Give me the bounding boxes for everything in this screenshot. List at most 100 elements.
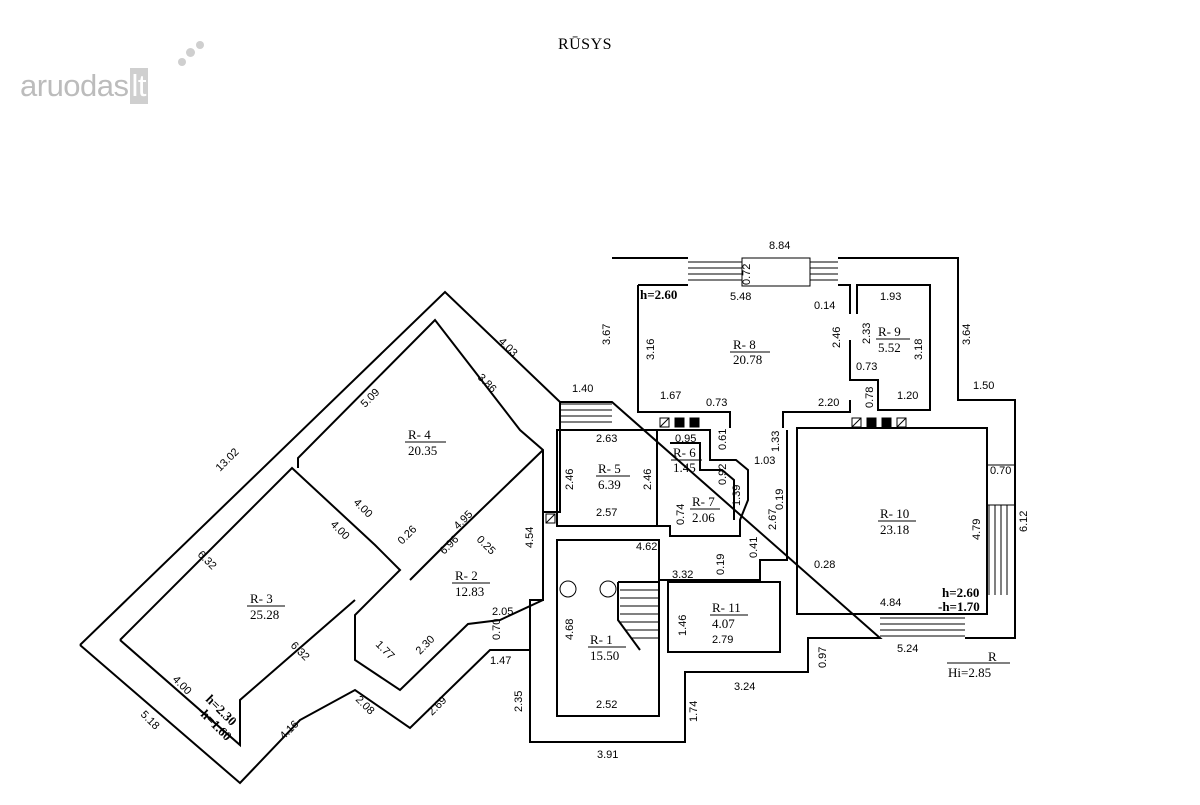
room-area: 6.39 [598, 477, 621, 492]
dim-label: 1.74 [688, 701, 700, 722]
dim-label: 4.62 [636, 541, 657, 553]
dim-label: 3.91 [597, 749, 618, 761]
dim-label: 0.74 [675, 504, 687, 525]
room-area: 20.78 [733, 352, 762, 367]
dim-label: 13.02 [214, 446, 242, 474]
dim-label: 0.78 [864, 387, 876, 408]
dim-label: 6.32 [195, 549, 219, 573]
logo-smoke-dot [178, 58, 186, 66]
dim-label: 1.39 [731, 485, 743, 506]
dim-label: 4.00 [170, 674, 194, 698]
vent-symbols [545, 417, 907, 524]
room-label: R- 10 [880, 506, 909, 521]
dim-label: 4.68 [564, 619, 576, 640]
dim-label: 2.46 [831, 327, 843, 348]
dim-label: 0.73 [706, 397, 727, 409]
room-area: 2.06 [692, 510, 715, 525]
dim-label: 0.14 [814, 300, 835, 312]
column-marker [599, 580, 617, 598]
dim-label: 2.63 [596, 433, 617, 445]
logo-smoke-dot [186, 48, 195, 57]
dim-label: 2.69 [426, 694, 450, 718]
dim-label: 1.50 [973, 380, 994, 392]
dim-label: 2.57 [596, 507, 617, 519]
dim-label: 3.67 [601, 324, 613, 345]
logo-suffix: lt [129, 68, 149, 104]
dim-label: 2.46 [564, 469, 576, 490]
room-area: 15.50 [590, 648, 619, 663]
logo-smoke-dot [196, 41, 204, 49]
height-note: h=2.60 [942, 585, 979, 600]
room-label: R- 9 [878, 324, 901, 339]
logo-text: aruodaslt [20, 68, 149, 104]
dim-label: 0.19 [715, 554, 727, 575]
dim-label: 0.92 [717, 464, 729, 485]
dim-label: 0.97 [817, 647, 829, 668]
dim-label: 2.52 [596, 699, 617, 711]
room-area: 1.45 [673, 460, 696, 475]
room-label: R- 6 [673, 445, 696, 460]
dim-label: 2.79 [712, 634, 733, 646]
dim-label: 1.40 [572, 383, 593, 395]
dim-label: 4.00 [328, 519, 352, 543]
legend-r: R [988, 649, 997, 664]
room-area: 20.35 [408, 443, 437, 458]
room-area: 12.83 [455, 584, 484, 599]
room-label: R- 4 [408, 427, 431, 442]
room-r11-walls [667, 581, 781, 653]
room-area: 23.18 [880, 522, 909, 537]
dim-label: 0.25 [474, 534, 498, 558]
room-r10-walls [796, 427, 988, 615]
dim-label: 2.35 [513, 691, 525, 712]
dim-label: 6.32 [288, 640, 312, 664]
room-area: 5.52 [878, 340, 901, 355]
inner-wall-r2 [409, 449, 544, 581]
room-label: R- 3 [250, 591, 273, 606]
legend-hi: Hi=2.85 [948, 665, 991, 680]
dim-label: 4.03 [496, 336, 520, 360]
dim-label: 3.18 [913, 339, 925, 360]
column-marker [559, 580, 577, 598]
dim-label: 1.20 [897, 390, 918, 402]
dim-label: 4.00 [351, 497, 375, 521]
aruodas-logo: aruodaslt [20, 38, 204, 108]
plan-title: RŪSYS [557, 36, 613, 53]
dim-label: 4.84 [880, 597, 901, 609]
dim-label: 4.54 [524, 527, 536, 548]
room-label: R- 11 [712, 600, 741, 615]
dim-label: 4.95 [452, 508, 476, 532]
room-r6-walls [656, 429, 749, 537]
inner-wall-left-wing [119, 318, 544, 692]
height-note: h=2.60 [640, 287, 677, 302]
dim-label: 0.26 [396, 523, 420, 547]
dim-label: 1.77 [373, 639, 397, 663]
dim-label: 2.20 [818, 397, 839, 409]
dim-label: 3.24 [734, 681, 755, 693]
dim-label: 3.32 [672, 569, 693, 581]
inner-wall-r8-bottom [782, 400, 851, 428]
dim-label: 5.09 [359, 386, 383, 410]
dim-label: 2.05 [492, 606, 513, 618]
room-label: R- 1 [590, 632, 613, 647]
window-right [988, 505, 1008, 595]
dim-label: 2.30 [414, 633, 438, 657]
dim-label: 4.79 [971, 519, 983, 540]
inner-wall-r8 [637, 284, 931, 428]
dim-label: 1.33 [770, 431, 782, 452]
dim-label: 3.16 [645, 339, 657, 360]
dim-label: 2.33 [861, 323, 873, 344]
dim-label: 2.46 [642, 469, 654, 490]
dim-label: 5.48 [730, 291, 751, 303]
dim-label: 1.47 [490, 655, 511, 667]
room-r6-inner [670, 442, 735, 520]
dim-label: 5.24 [897, 643, 918, 655]
dim-label: 0.41 [748, 537, 760, 558]
window-left [560, 403, 612, 423]
window-bottom [880, 617, 965, 637]
dim-label: 1.46 [677, 615, 689, 636]
room-label: R- 2 [455, 568, 478, 583]
window-top-left [688, 261, 742, 281]
dim-label: 3.64 [961, 324, 973, 345]
stair-treads [620, 589, 658, 639]
